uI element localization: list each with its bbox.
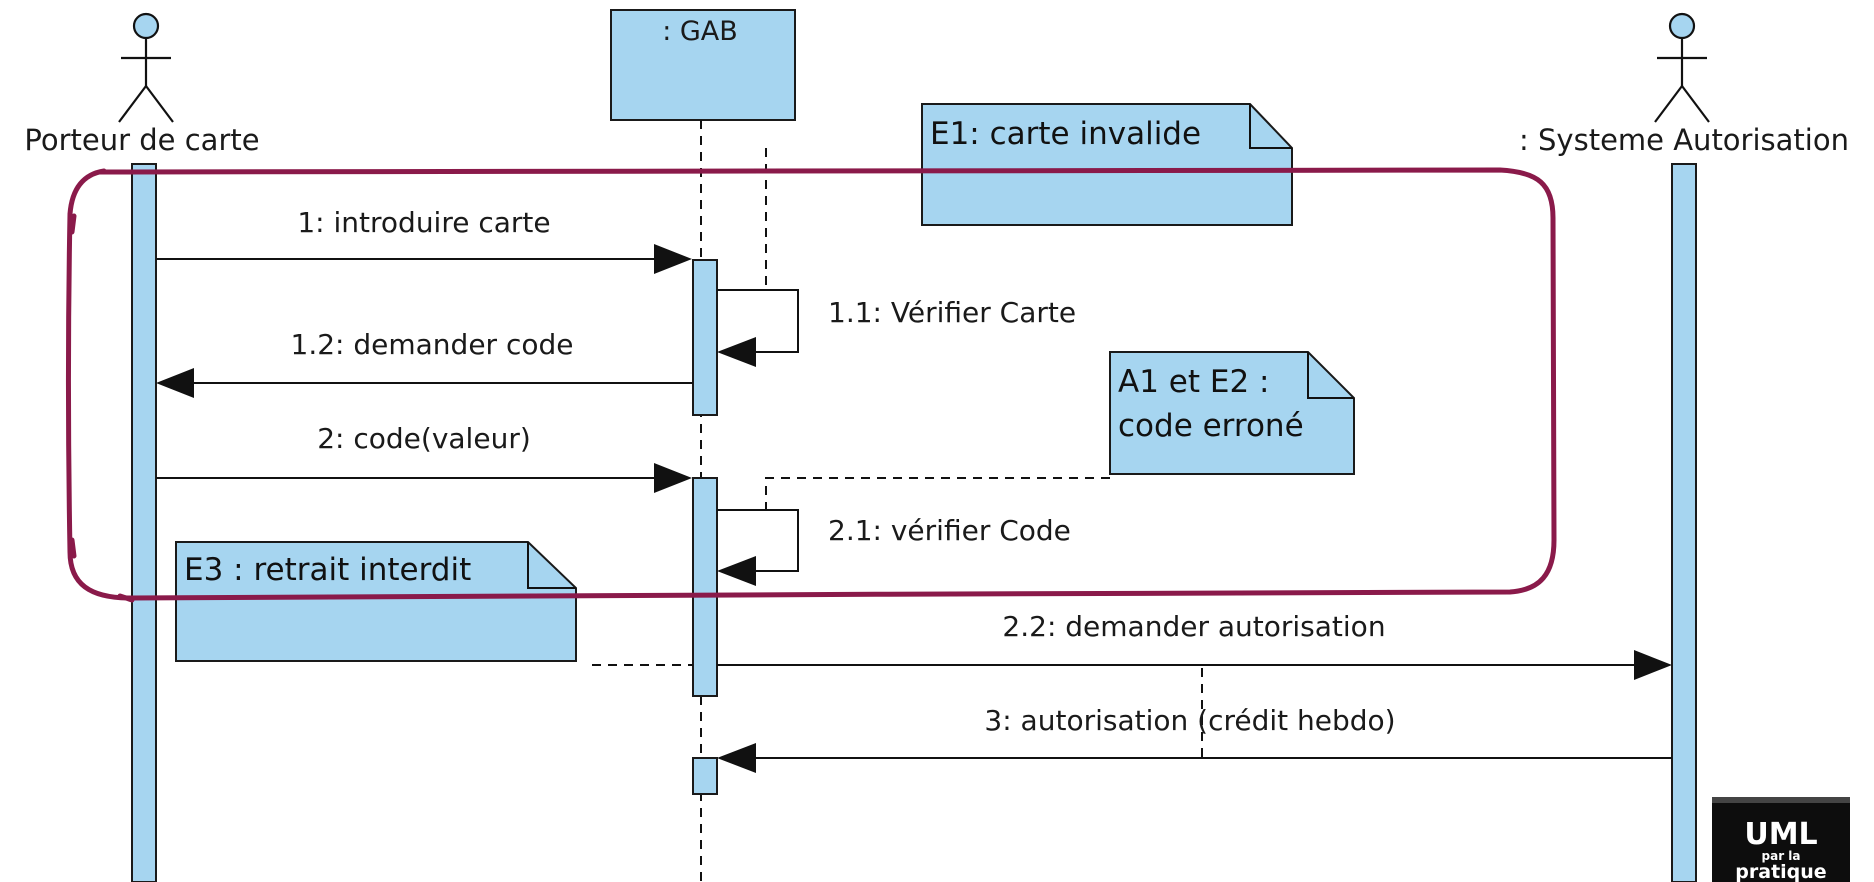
message-3-label: 3: autorisation (crédit hebdo): [984, 704, 1395, 737]
note-e1: [765, 103, 1293, 290]
activation-gab-3: [692, 757, 718, 795]
activation-gab-1: [692, 259, 718, 416]
lifeline-bar-systeme: [1671, 163, 1697, 882]
actor-systeme-autorisation: [1654, 12, 1710, 123]
message-2-1-label: 2.1: vérifier Code: [828, 514, 1071, 547]
badge-sub2: pratique: [1735, 861, 1826, 882]
highlight-marker-frame: [66, 166, 1557, 601]
message-1-1-line: [717, 289, 799, 353]
badge-sub1: par la: [1762, 849, 1801, 863]
book-cover-badge: UML par la pratique: [1712, 797, 1850, 882]
message-1-label: 1: introduire carte: [297, 206, 550, 239]
note-a1-e2: [765, 351, 1355, 510]
message-2-1-line: [717, 509, 799, 572]
participant-label-gab: : GAB: [662, 16, 738, 47]
note-e3-text: E3 : retrait interdit: [184, 552, 471, 588]
participant-box-gab: [610, 9, 796, 121]
participant-label-systeme: : Systeme Autorisation: [1519, 123, 1849, 157]
message-2-1-arrowhead: [717, 556, 756, 586]
message-1-2-arrowhead: [156, 368, 194, 398]
message-1-1-label: 1.1: Vérifier Carte: [828, 296, 1076, 329]
note-e3: [175, 541, 693, 666]
lifeline-bar-porteur: [131, 163, 157, 882]
message-1-1-arrowhead: [717, 337, 756, 367]
message-2-2-arrowhead: [1634, 650, 1672, 680]
highlight-marker-ticks: [69, 213, 135, 603]
message-3-arrowhead: [717, 743, 756, 773]
participant-label-porteur: Porteur de carte: [24, 123, 259, 157]
activation-gab-2: [692, 477, 718, 697]
message-2-label: 2: code(valeur): [317, 422, 531, 455]
message-1-arrowhead: [654, 244, 692, 274]
badge-title: UML: [1744, 817, 1817, 852]
note-a1-e2-line1: A1 et E2 :: [1118, 364, 1269, 400]
note-e1-text: E1: carte invalide: [930, 116, 1201, 152]
note-a1-e2-line2: code erroné: [1118, 408, 1304, 444]
actor-porteur-de-carte: [118, 12, 174, 123]
message-1-2-label: 1.2: demander code: [291, 328, 574, 361]
message-2-arrowhead: [654, 463, 692, 493]
message-2-2-label: 2.2: demander autorisation: [1002, 610, 1385, 643]
